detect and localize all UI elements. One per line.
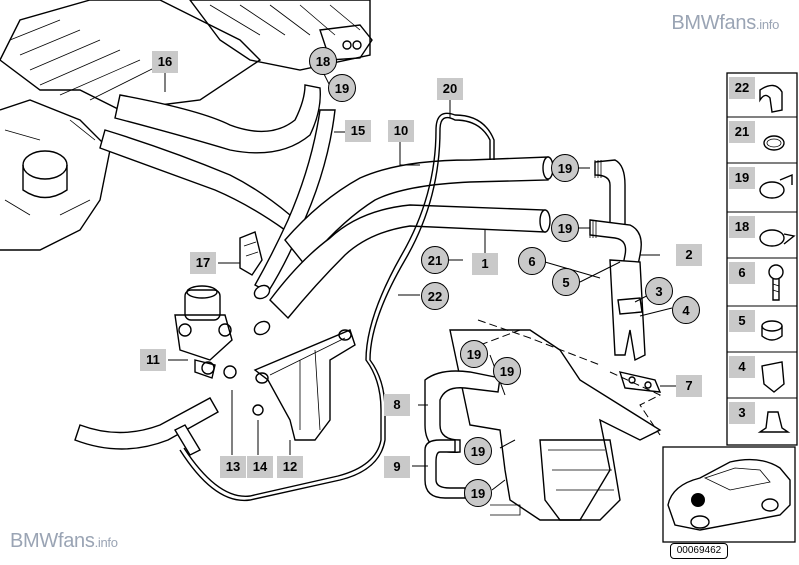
hose-13: [74, 397, 219, 450]
engine-block: [0, 0, 262, 251]
callout-21[interactable]: 21: [421, 246, 449, 274]
callout-3[interactable]: 3: [645, 277, 673, 305]
car-thumbnail: [662, 446, 796, 543]
legend-label-5[interactable]: 5: [729, 310, 755, 332]
legend-label-3[interactable]: 3: [729, 402, 755, 424]
callout-6[interactable]: 6: [518, 247, 546, 275]
callout-10[interactable]: 10: [388, 120, 414, 142]
watermark-bottom: BMWfans.info: [10, 530, 118, 552]
heater-box: [424, 329, 662, 521]
callout-18[interactable]: 18: [309, 47, 337, 75]
bracket-12: [252, 329, 356, 441]
watermark-top: BMWfans.info: [671, 12, 779, 34]
water-valve: [174, 231, 263, 379]
hose-16: [114, 84, 321, 154]
callout-19-heater-d[interactable]: 19: [464, 479, 492, 507]
intake-manifold: [189, 0, 373, 71]
callout-19-heater-c[interactable]: 19: [464, 437, 492, 465]
callout-4[interactable]: 4: [672, 296, 700, 324]
diagram-number: 00069462: [670, 543, 728, 559]
callout-19-top[interactable]: 19: [328, 74, 356, 102]
pipe-2: [589, 159, 646, 362]
callout-15[interactable]: 15: [345, 120, 371, 142]
legend-label-4[interactable]: 4: [729, 356, 755, 378]
callout-20[interactable]: 20: [437, 78, 463, 100]
callout-19-heater-b[interactable]: 19: [493, 357, 521, 385]
legend-label-18[interactable]: 18: [729, 216, 755, 238]
callout-12[interactable]: 12: [277, 456, 303, 478]
callout-13[interactable]: 13: [220, 456, 246, 478]
callout-17[interactable]: 17: [190, 252, 216, 274]
callout-14[interactable]: 14: [247, 456, 273, 478]
legend-label-6[interactable]: 6: [729, 262, 755, 284]
assembly-outline: [477, 319, 662, 436]
legend-label-19[interactable]: 19: [729, 167, 755, 189]
clip-7: [618, 371, 662, 393]
callout-22[interactable]: 22: [421, 282, 449, 310]
callout-11[interactable]: 11: [140, 349, 166, 371]
callout-7[interactable]: 7: [676, 375, 702, 397]
callout-19-heater-a[interactable]: 19: [460, 340, 488, 368]
callout-2[interactable]: 2: [676, 244, 702, 266]
callout-19-right[interactable]: 19: [551, 214, 579, 242]
line-20-21-22: [179, 116, 491, 502]
callout-5[interactable]: 5: [552, 268, 580, 296]
callout-9[interactable]: 9: [384, 456, 410, 478]
callout-19-upper-right[interactable]: 19: [551, 154, 579, 182]
legend-label-21[interactable]: 21: [729, 121, 755, 143]
callout-1[interactable]: 1: [472, 253, 498, 275]
callout-8[interactable]: 8: [384, 394, 410, 416]
callout-16[interactable]: 16: [152, 51, 178, 73]
legend-label-22[interactable]: 22: [729, 77, 755, 99]
